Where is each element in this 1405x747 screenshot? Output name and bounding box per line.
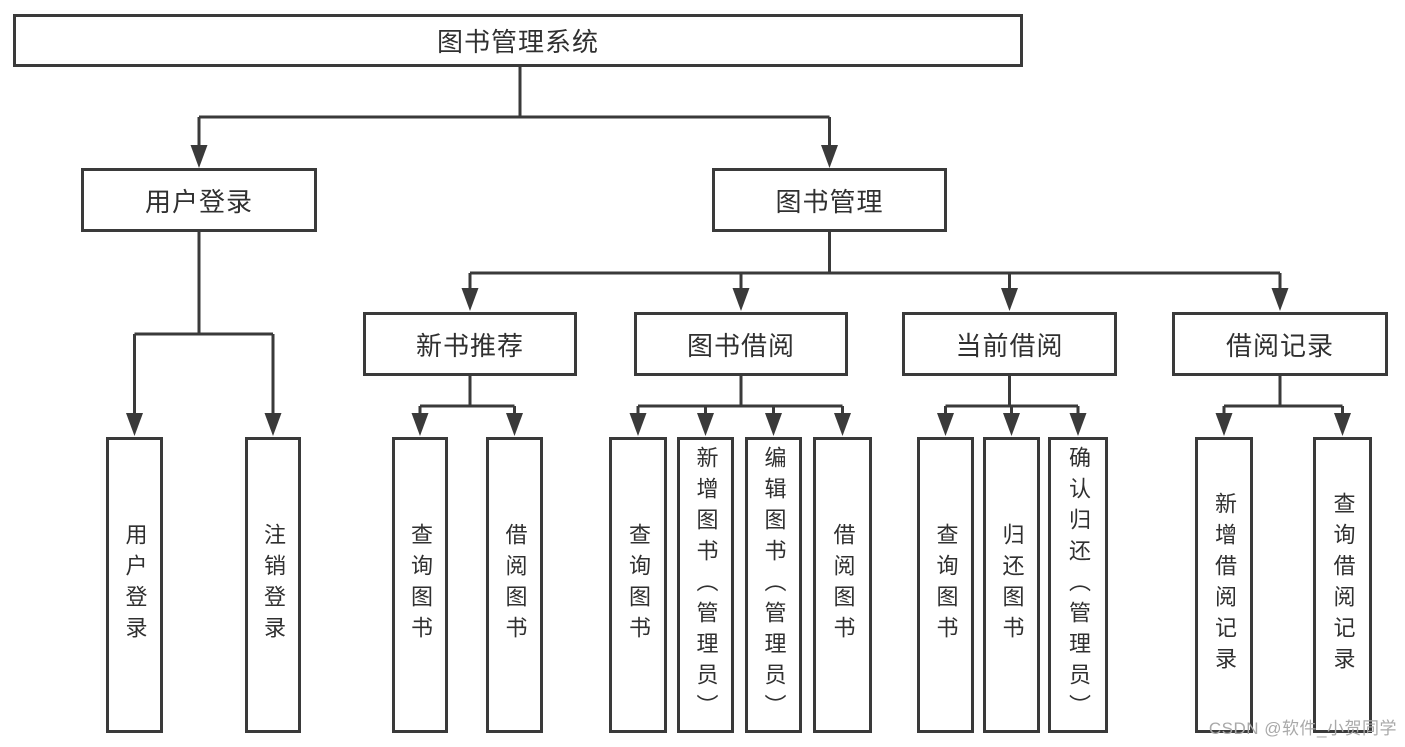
node-root: 图书管理系统 [13,14,1023,67]
arrowhead-icon [126,413,143,436]
node-leaf-borrow-books-borrowing-label: 借阅图书 [830,523,856,647]
node-user-login: 用户登录 [81,168,317,232]
arrowhead-icon [1003,413,1020,436]
node-leaf-add-books-admin-label: 新增图书（管理员） [693,445,719,725]
node-book-borrowing-label: 图书借阅 [686,330,795,361]
node-leaf-add-books-admin: 新增图书（管理员） [677,437,734,733]
node-book-management: 图书管理 [712,168,947,232]
arrowhead-icon [732,288,750,311]
node-leaf-query-books-borrowing: 查询图书 [609,437,667,733]
node-leaf-query-books-recommend: 查询图书 [392,437,448,733]
node-book-borrowing: 图书借阅 [634,312,848,376]
node-book-management-label: 图书管理 [775,186,884,217]
node-leaf-confirm-return-admin: 确认归还（管理员） [1048,437,1108,733]
node-leaf-query-borrow-record: 查询借阅记录 [1313,437,1372,733]
node-current-borrowing: 当前借阅 [902,312,1117,376]
node-leaf-query-books-recommend-label: 查询图书 [408,523,433,647]
node-borrowing-records: 借阅记录 [1172,312,1388,376]
arrowheads [126,145,1351,436]
node-leaf-return-books: 归还图书 [983,437,1040,733]
node-current-borrowing-label: 当前借阅 [955,330,1064,361]
node-leaf-query-books-current: 查询图书 [917,437,974,733]
node-new-book-recommend-label: 新书推荐 [415,330,524,361]
node-root-label: 图书管理系统 [436,27,599,57]
node-leaf-borrow-books-recommend: 借阅图书 [486,437,543,733]
node-leaf-confirm-return-admin-label: 确认归还（管理员） [1066,445,1091,725]
arrowhead-icon [629,413,647,436]
arrowhead-icon [765,413,782,436]
arrowhead-icon [937,413,954,436]
node-leaf-query-books-borrowing-label: 查询图书 [626,523,651,647]
arrowhead-icon [190,145,208,168]
arrowhead-icon [1001,288,1018,311]
node-borrowing-records-label: 借阅记录 [1225,330,1334,361]
node-leaf-borrow-books-recommend-label: 借阅图书 [502,523,528,647]
node-leaf-add-borrow-record: 新增借阅记录 [1195,437,1253,733]
node-leaf-add-borrow-record-label: 新增借阅记录 [1212,492,1237,678]
node-leaf-query-books-current-label: 查询图书 [933,523,959,647]
arrowhead-icon [1334,413,1351,436]
node-leaf-return-books-label: 归还图书 [999,523,1025,647]
node-leaf-logout-label: 注销登录 [261,523,286,647]
node-leaf-logout: 注销登录 [245,437,301,733]
node-leaf-user-login: 用户登录 [106,437,163,733]
node-leaf-user-login-label: 用户登录 [122,523,148,647]
watermark: CSDN @软件_小贺同学 [1208,719,1397,738]
arrowhead-icon [411,413,429,436]
node-leaf-edit-books-admin: 编辑图书（管理员） [745,437,802,733]
arrowhead-icon [461,288,479,311]
arrowhead-icon [834,413,851,436]
arrowhead-icon [1069,413,1087,436]
connector-path [133,64,1344,418]
arrowhead-icon [264,413,282,436]
node-leaf-query-borrow-record-label: 查询借阅记录 [1330,492,1356,678]
arrowhead-icon [697,413,714,436]
arrowhead-icon [821,145,838,168]
arrowhead-icon [506,413,523,436]
node-user-login-label: 用户登录 [144,186,253,217]
arrowhead-icon [1271,288,1289,311]
node-leaf-edit-books-admin-label: 编辑图书（管理员） [761,445,787,725]
node-leaf-borrow-books-borrowing: 借阅图书 [813,437,872,733]
arrowhead-icon [1215,413,1233,436]
node-new-book-recommend: 新书推荐 [363,312,577,376]
